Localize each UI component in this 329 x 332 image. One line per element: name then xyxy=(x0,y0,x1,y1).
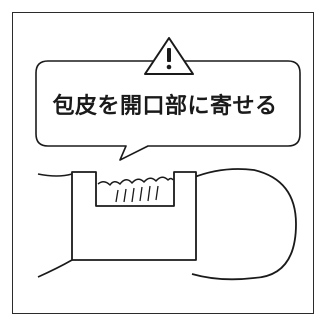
glans-outline xyxy=(191,168,297,281)
shaft-bottom-line xyxy=(37,259,73,278)
instruction-caption: 包皮を開口部に寄せる xyxy=(52,94,278,119)
foreskin-gather xyxy=(97,176,174,186)
speech-bubble xyxy=(35,60,301,161)
shaft-top-line xyxy=(37,173,73,177)
device-body xyxy=(71,171,197,261)
warning-triangle-icon xyxy=(144,37,194,75)
foreskin-folds xyxy=(115,185,159,203)
